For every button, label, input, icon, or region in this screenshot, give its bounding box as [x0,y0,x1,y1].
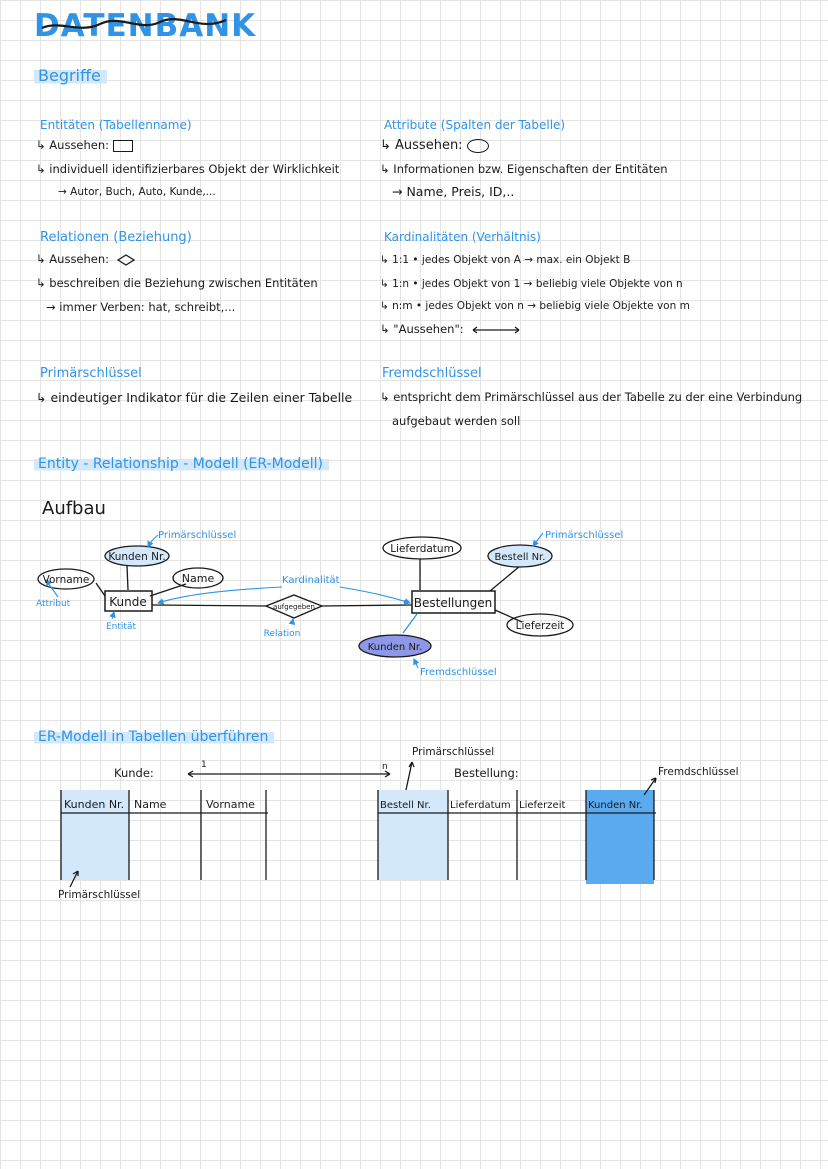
attribute-line-3: → Name, Preis, ID,.. [392,184,515,199]
fremd-desc: entspricht dem Primärschlüssel aus der T… [393,390,803,404]
entitaeten-line-1: ↳ Aussehen: [36,138,134,152]
table-primaer-bottom: Primärschlüssel [58,889,141,901]
double-arrow-icon [472,326,520,333]
entity-kunde [104,590,153,612]
er-label-primaer-1: Primärschlüssel [158,530,236,541]
entitaeten-desc: individuell identifizierbares Objekt der… [49,162,340,176]
relationen-line-2: ↳ beschreiben die Beziehung zwischen Ent… [36,276,318,290]
entitaeten-aussehen: Aussehen: [49,138,110,152]
attr-kunden-nr [104,545,170,567]
kunde-col-0: Kunden Nr. [64,798,124,811]
entitaeten-line-3: → Autor, Buch, Auto, Kunde,... [58,186,216,198]
er-label-n: n [403,598,409,608]
relation-diamond [264,594,324,619]
tables-diagram: Kunden Nr. Name Vorname Bestell Nr. Lief… [60,761,657,888]
kardinalitaeten-line-2: ↳ 1:n • jedes Objekt von 1 → beliebig vi… [380,278,683,290]
relationen-examples: immer Verben: hat, schreibt,... [59,300,236,314]
attribute-aussehen: Aussehen: [395,138,463,153]
attr-bestell-nr [487,544,553,568]
er-label-kunden-nr: Kunden Nr. [108,551,165,563]
fremd-line-2: aufgebaut werden soll [392,414,521,428]
fremd-line-1: ↳ entspricht dem Primärschlüssel aus der… [380,390,803,404]
kardinalitaet-1-n: 1:n • jedes Objekt von 1 → beliebig viel… [392,278,683,290]
er-label-relation: Relation [264,629,301,639]
er-label-lieferdatum: Lieferdatum [390,543,454,555]
kunde-table-label: Kunde: [114,766,154,780]
er-label-fremd: Fremdschlüssel [420,667,497,678]
fremd-title: Fremdschlüssel [382,366,482,381]
relationen-line-1: ↳ Aussehen: [36,252,135,266]
relationen-desc: beschreiben die Beziehung zwischen Entit… [49,276,318,290]
entitaeten-title: Entitäten (Tabellenname) [40,118,192,132]
kardinalitaet-n-m: n:m • jedes Objekt von n → beliebig viel… [392,300,690,312]
primaer-line-1: ↳ eindeutiger Indikator für die Zeilen e… [36,390,353,405]
ellipse-icon [466,138,489,153]
attribute-examples: Name, Preis, ID,.. [406,184,515,199]
kardinalitaeten-title: Kardinalitäten (Verhältnis) [384,230,541,244]
er-label-aufgegeben: aufgegeben [273,603,315,611]
aufbau-label: Aufbau [42,498,106,519]
attribute-desc: Informationen bzw. Eigenschaften der Ent… [393,162,668,176]
bestellung-table-label: Bestellung: [454,766,519,780]
er-label-entitaet: Entität [106,622,136,632]
attr-lieferzeit [506,613,574,637]
entity-bestellungen [411,590,496,614]
table-primaer-top: Primärschlüssel [412,746,495,758]
er-label-bestell-nr: Bestell Nr. [495,552,546,563]
bestellung-col-0: Bestell Nr. [380,800,431,811]
relationen-aussehen: Aussehen: [49,252,110,266]
attribute-title: Attribute (Spalten der Tabelle) [384,118,566,132]
er-label-kunde: Kunde [109,595,146,609]
relationen-title: Relationen (Beziehung) [40,230,192,245]
entitaeten-line-2: ↳ individuell identifizierbares Objekt d… [36,162,340,176]
er-label-lieferzeit: Lieferzeit [516,620,565,632]
attribute-line-1: ↳ Aussehen: [380,138,489,153]
diamond-icon [116,253,135,266]
begriffe-heading: Begriffe [34,66,107,85]
tables-heading: ER-Modell in Tabellen überführen [34,729,275,745]
attr-lieferdatum [382,536,462,560]
primaer-desc: eindeutiger Indikator für die Zeilen ein… [50,390,353,405]
bestellung-col-1: Lieferdatum [450,800,511,811]
kunde-col-2: Vorname [206,798,255,811]
er-heading: Entity - Relationship - Modell (ER-Model… [34,456,329,472]
attr-vorname [37,568,95,590]
rectangle-icon [113,139,134,152]
er-label-attribut: Attribut [36,599,71,609]
kardinalitaeten-line-1: ↳ 1:1 • jedes Objekt von A → max. ein Ob… [380,254,631,266]
cardinality-n: n [382,762,388,772]
cardinality-one: 1 [201,760,207,770]
er-diagram: Kunden Nr. Name Vorname Kunde Attribut E… [36,530,623,678]
bestellung-col-3: Kunden Nr. [588,800,643,811]
er-label-primaer-2: Primärschlüssel [545,530,623,541]
er-label-kunden-nr-fk: Kunden Nr. [368,642,423,653]
kardinalitaeten-aussehen: "Aussehen": [393,322,464,336]
entitaeten-examples: Autor, Buch, Auto, Kunde,... [70,186,216,198]
primaer-title: Primärschlüssel [40,366,142,381]
er-label-name: Name [182,572,215,585]
er-label-bestellungen: Bestellungen [414,596,492,610]
er-label-vorname: Vorname [43,574,90,586]
er-label-kardinalitaet: Kardinalität [282,575,340,586]
kardinalitaet-1-1: 1:1 • jedes Objekt von A → max. ein Obje… [392,254,631,266]
attr-kunden-nr-fk [358,634,432,658]
kardinalitaeten-line-3: ↳ n:m • jedes Objekt von n → beliebig vi… [380,300,690,312]
bestellung-col-2: Lieferzeit [519,800,565,811]
kardinalitaeten-line-4: ↳ "Aussehen": [380,322,521,336]
table-fremd-top: Fremdschlüssel [658,766,739,778]
attribute-line-2: ↳ Informationen bzw. Eigenschaften der E… [380,162,668,176]
kunde-col-1: Name [134,798,167,811]
relationen-line-3: → immer Verben: hat, schreibt,... [46,300,236,314]
title-scribble [41,18,227,30]
attr-name [172,567,224,589]
